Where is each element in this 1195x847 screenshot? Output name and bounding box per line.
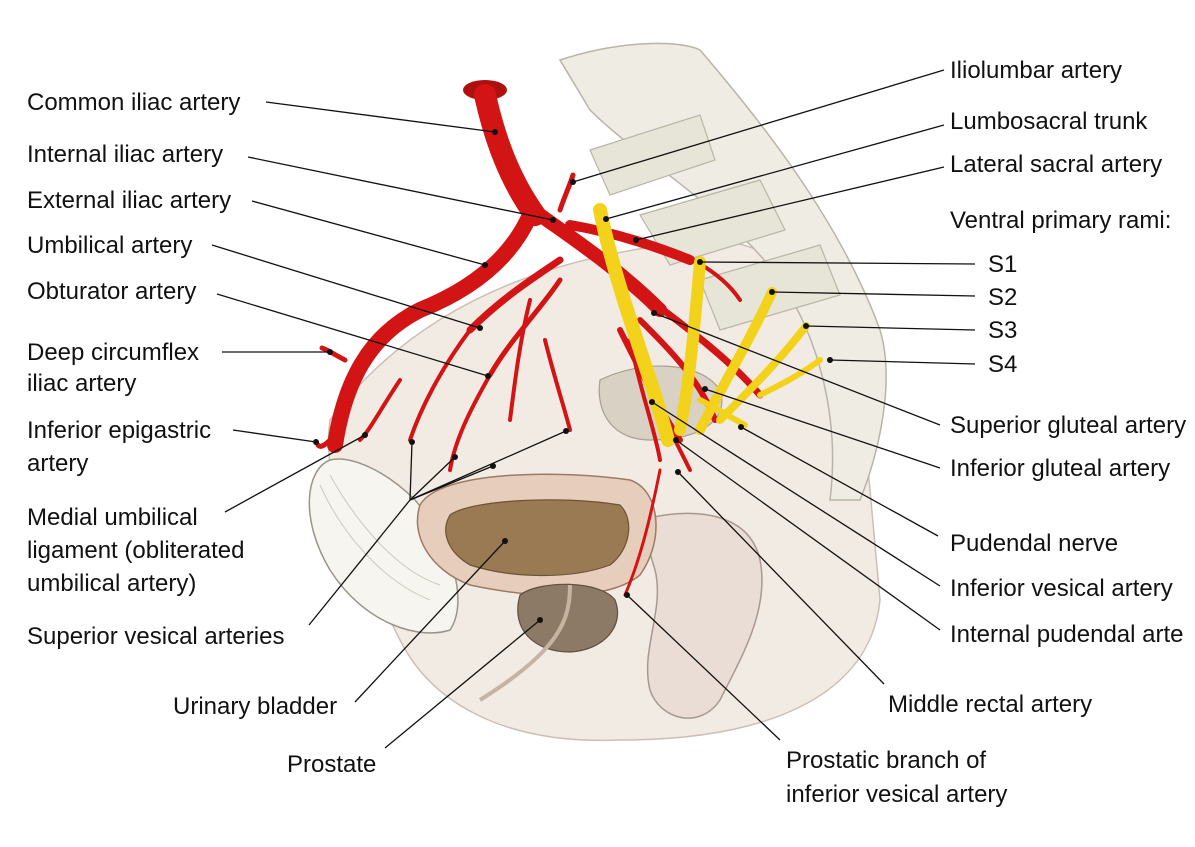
label-inferior-vesical-artery: Inferior vesical artery — [950, 575, 1173, 602]
superior-vesical-1 — [408, 328, 472, 442]
label-internal-iliac-artery: Internal iliac artery — [27, 141, 223, 168]
label-superior-vesical-arteries: Superior vesical arteries — [27, 623, 284, 650]
sacral-segment-1 — [589, 114, 716, 196]
label-superior-gluteal-artery: Superior gluteal artery — [950, 412, 1186, 439]
label-prostate: Prostate — [287, 751, 376, 778]
label-deep-circumflex-line2: iliac artery — [27, 370, 136, 397]
urethra — [478, 584, 572, 702]
iliolumbar-artery — [557, 172, 576, 213]
label-medial-umbilical-line3: umbilical artery) — [27, 570, 196, 597]
s3-ramus — [716, 322, 810, 424]
inferior-epigastric-artery — [315, 427, 343, 449]
label-inferior-epigastric-line2: artery — [27, 450, 88, 477]
superior-vesical-3 — [508, 298, 532, 422]
label-s3: S3 — [988, 317, 1017, 344]
superior-vesical-4 — [543, 338, 572, 432]
label-s4: S4 — [988, 351, 1017, 378]
inferior-vesical-artery — [628, 338, 662, 462]
label-deep-circumflex-line1: Deep circumflex — [27, 339, 199, 366]
superior-gluteal-artery — [646, 296, 764, 399]
label-inferior-epigastric-line1: Inferior epigastric — [27, 417, 211, 444]
label-medial-umbilical-line1: Medial umbilical — [27, 504, 198, 531]
label-middle-rectal-artery: Middle rectal artery — [888, 691, 1092, 718]
label-internal-pudendal-artery: Internal pudendal arte — [950, 621, 1184, 648]
label-common-iliac-artery: Common iliac artery — [27, 89, 240, 116]
label-s2: S2 — [988, 284, 1017, 311]
label-medial-umbilical-line2: ligament (obliterated — [27, 537, 244, 564]
label-ventral-primary-rami: Ventral primary rami: — [950, 207, 1171, 234]
s1-ramus — [674, 256, 706, 436]
deep-circumflex-iliac-artery — [319, 345, 348, 363]
label-iliolumbar-artery: Iliolumbar artery — [950, 57, 1122, 84]
urinary-bladder-lumen — [445, 499, 630, 577]
labels-left: Common iliac artery Internal iliac arter… — [27, 89, 376, 778]
label-s1: S1 — [988, 251, 1017, 278]
prostatic-branch-artery — [623, 468, 662, 597]
label-prostatic-branch-line1: Prostatic branch of — [786, 747, 986, 774]
label-prostatic-branch-line2: inferior vesical artery — [786, 781, 1007, 808]
prostate-shape — [517, 583, 619, 653]
label-umbilical-artery: Umbilical artery — [27, 232, 192, 259]
bladder-group — [416, 473, 657, 702]
labels-right: Iliolumbar artery Lumbosacral trunk Late… — [786, 57, 1186, 808]
posterior-trunk — [565, 220, 695, 265]
label-lateral-sacral-artery: Lateral sacral artery — [950, 151, 1162, 178]
nerves — [593, 203, 823, 447]
label-urinary-bladder: Urinary bladder — [173, 693, 337, 720]
pudendal-nerve — [697, 397, 748, 428]
label-pudendal-nerve: Pudendal nerve — [950, 530, 1118, 557]
arteries — [315, 80, 764, 597]
umbilical-artery — [466, 256, 564, 334]
internal-iliac-artery — [533, 208, 667, 317]
pubic-bone-ring-1 — [319, 484, 431, 601]
label-inferior-gluteal-artery: Inferior gluteal artery — [950, 455, 1170, 482]
common-iliac-artery — [474, 84, 546, 226]
label-obturator-artery: Obturator artery — [27, 278, 196, 305]
label-external-iliac-artery: External iliac artery — [27, 187, 231, 214]
s4-ramus — [757, 357, 823, 398]
leader-lines — [211, 69, 976, 749]
rectum — [639, 512, 763, 719]
s2-ramus — [695, 287, 777, 435]
label-lumbosacral-trunk: Lumbosacral trunk — [950, 108, 1148, 135]
lumbosacral-trunk — [593, 203, 675, 447]
